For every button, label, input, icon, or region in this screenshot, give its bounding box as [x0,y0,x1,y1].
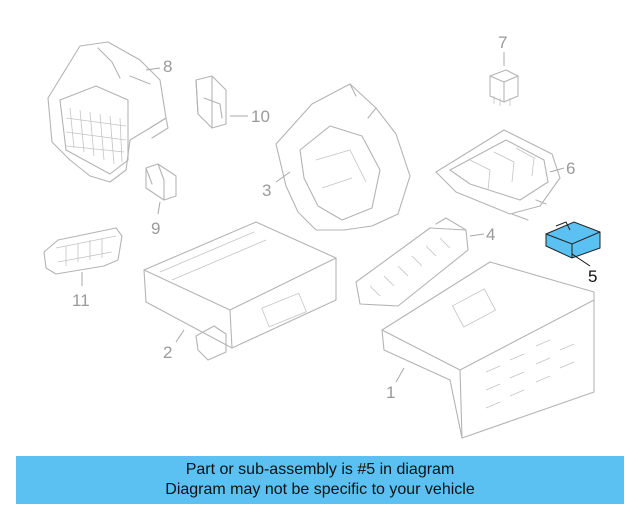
callout-3[interactable]: 3 [262,181,271,200]
banner-line-1: Part or sub-assembly is #5 in diagram [185,461,455,478]
callout-7[interactable]: 7 [498,33,507,52]
part-2-control-module[interactable] [143,221,337,361]
callout-11[interactable]: 11 [72,291,90,310]
callout-6[interactable]: 6 [566,159,575,178]
callout-1[interactable]: 1 [386,383,395,402]
part-11-connector[interactable] [43,227,123,275]
callout-4[interactable]: 4 [486,225,495,244]
part-4-terminal-block[interactable] [355,217,469,307]
callout-10[interactable]: 10 [251,107,270,126]
part-8-fuse-box[interactable] [47,41,169,183]
part-3-bracket[interactable] [275,83,411,231]
part-1-fuse-relay-box[interactable] [381,261,595,439]
info-banner: Part or sub-assembly is #5 in diagram Di… [16,456,624,504]
part-10-fuse[interactable] [195,75,227,129]
part-5-highlighted[interactable] [545,221,601,259]
callout-9[interactable]: 9 [151,219,160,238]
parts-diagram: 8 10 9 11 2 3 [43,33,601,439]
part-7-relay[interactable] [489,69,519,106]
part-9-fuse[interactable] [145,163,177,201]
banner-line-2: Diagram may not be specific to your vehi… [165,481,475,498]
part-6-relay-carrier[interactable] [435,129,561,221]
callout-8[interactable]: 8 [163,57,172,76]
callout-2[interactable]: 2 [163,343,172,362]
callout-5[interactable]: 5 [588,267,597,286]
